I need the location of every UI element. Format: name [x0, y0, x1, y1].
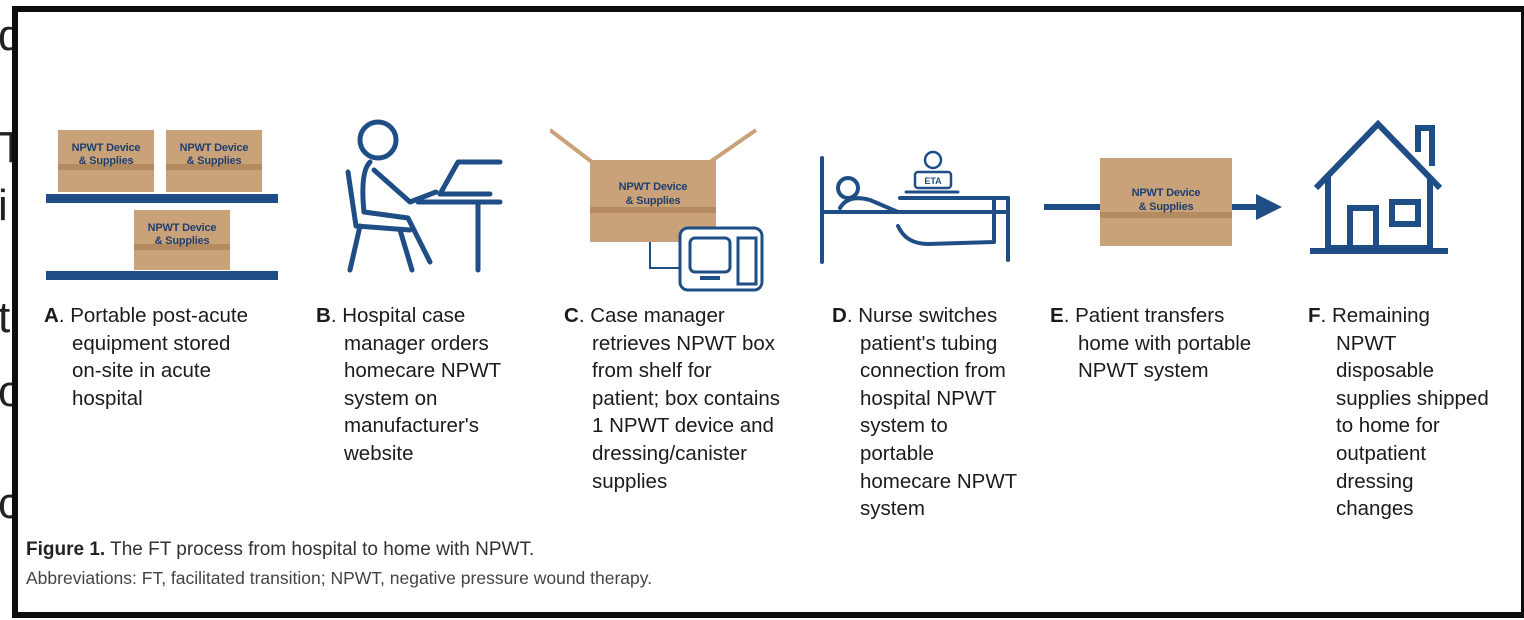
step-e-line-3: NPWT system [1078, 359, 1209, 383]
box-transfer-arrow-icon: NPWT Device & Supplies [1044, 158, 1282, 246]
step-b: B. Hospital case manager orders homecare… [290, 12, 560, 552]
step-c-line-6: dressing/canister [592, 441, 747, 465]
box-label-a3-line1: NPWT Device [148, 222, 217, 234]
step-f-line-5: to home for [1336, 414, 1440, 438]
step-c-line-5: 1 NPWT device and [592, 414, 774, 438]
step-a-line-2: equipment stored [72, 331, 231, 355]
step-c-line-7: supplies [592, 469, 668, 493]
figure-title-bold: Figure 1. [26, 539, 106, 560]
step-e-line-1: Patient transfers [1075, 304, 1225, 327]
step-e: NPWT Device & Supplies E. Patient transf… [1028, 12, 1298, 552]
step-a-line-3: on-site in acute [72, 359, 212, 383]
step-d-line-4: hospital NPWT [860, 386, 997, 410]
step-d-line-3: connection from [860, 359, 1006, 383]
arrow-right-icon [1256, 194, 1282, 220]
step-f-line-1: Remaining [1331, 304, 1430, 327]
step-d-caption: D. Nurse switches patient's tubing conne… [832, 302, 1068, 523]
step-d-line-2: patient's tubing [860, 331, 998, 355]
warehouse-shelf-icon: NPWT Device & Supplies NPWT Device & Sup… [46, 130, 278, 280]
background-glyph-4: t [0, 293, 11, 342]
figure-panel: NPWT Device & Supplies NPWT Device & Sup… [12, 6, 1524, 618]
step-c-line-1: Case manager [590, 304, 725, 327]
step-a-line-4: hospital [72, 386, 143, 410]
box-label-a1-line2: & Supplies [79, 155, 134, 167]
step-f: F. Remaining NPWT disposable supplies sh… [1258, 12, 1524, 552]
case-manager-laptop-icon [345, 119, 503, 273]
step-d-line-7: homecare NPWT [860, 469, 1018, 493]
step-a: NPWT Device & Supplies NPWT Device & Sup… [18, 12, 288, 552]
step-b-line-1: Hospital case [342, 304, 466, 327]
step-d: ETA D. Nurse switches patient's tubing c… [808, 12, 1078, 552]
step-d-line-5: system to [860, 414, 948, 438]
box-label-a1-line1: NPWT Device [72, 142, 141, 154]
step-letter-b: B [316, 304, 331, 327]
step-f-line-7: dressing [1336, 469, 1414, 493]
step-a-caption: A. Portable post-acute equipment stored … [44, 302, 280, 412]
figure-abbreviations: Abbreviations: FT, facilitated transitio… [26, 568, 653, 588]
step-letter-d: D [832, 304, 847, 327]
step-d-line-8: system [860, 497, 925, 521]
step-b-line-4: system on [344, 386, 438, 410]
step-e-caption: E. Patient transfers home with portable … [1050, 302, 1286, 385]
step-b-line-6: website [344, 441, 414, 465]
box-label-e-line1: NPWT Device [1132, 187, 1201, 199]
step-f-line-8: changes [1336, 497, 1414, 521]
step-c: NPWT Device & Supplies C. Case manager r… [550, 12, 820, 552]
box-label-a2-line2: & Supplies [187, 155, 242, 167]
step-f-line-4: supplies shipped [1336, 386, 1489, 410]
step-b-line-2: manager orders [344, 331, 489, 355]
step-c-line-2: retrieves NPWT box [592, 331, 776, 355]
box-label-a2-line1: NPWT Device [180, 142, 249, 154]
box-label-e-line2: & Supplies [1139, 201, 1194, 213]
step-a-line-1: Portable post-acute [70, 304, 248, 327]
step-c-line-3: from shelf for [592, 359, 712, 383]
hospital-bed-nurse-icon: ETA [820, 150, 1010, 264]
step-f-line-2: NPWT [1336, 331, 1397, 355]
step-letter-e: E [1050, 304, 1064, 327]
step-b-caption: B. Hospital case manager orders homecare… [316, 302, 552, 468]
house-icon [1310, 119, 1448, 254]
background-glyph-3: i [0, 181, 8, 230]
step-letter-c: C [564, 304, 579, 327]
step-b-line-5: manufacturer's [344, 414, 479, 438]
step-f-caption: F. Remaining NPWT disposable supplies sh… [1308, 302, 1524, 523]
box-label-a3-line2: & Supplies [155, 235, 210, 247]
nurse-sign-label: ETA [924, 176, 942, 186]
step-c-line-4: patient; box contains [592, 386, 781, 410]
step-letter-f: F [1308, 304, 1321, 327]
box-label-c-line2: & Supplies [626, 195, 681, 207]
step-f-line-3: disposable [1336, 359, 1435, 383]
step-c-caption: C. Case manager retrieves NPWT box from … [564, 302, 800, 495]
step-b-line-3: homecare NPWT [344, 359, 502, 383]
step-f-line-6: outpatient [1336, 441, 1427, 465]
figure-title-text: The FT process from hospital to home wit… [110, 539, 535, 560]
step-letter-a: A [44, 304, 59, 327]
figure-caption: Figure 1. The FT process from hospital t… [26, 535, 534, 565]
step-d-line-1: Nurse switches [858, 304, 998, 327]
step-e-line-2: home with portable [1078, 331, 1252, 355]
box-label-c-line1: NPWT Device [619, 181, 688, 193]
step-d-line-6: portable [860, 441, 935, 465]
open-box-device-icon: NPWT Device & Supplies [550, 128, 764, 292]
